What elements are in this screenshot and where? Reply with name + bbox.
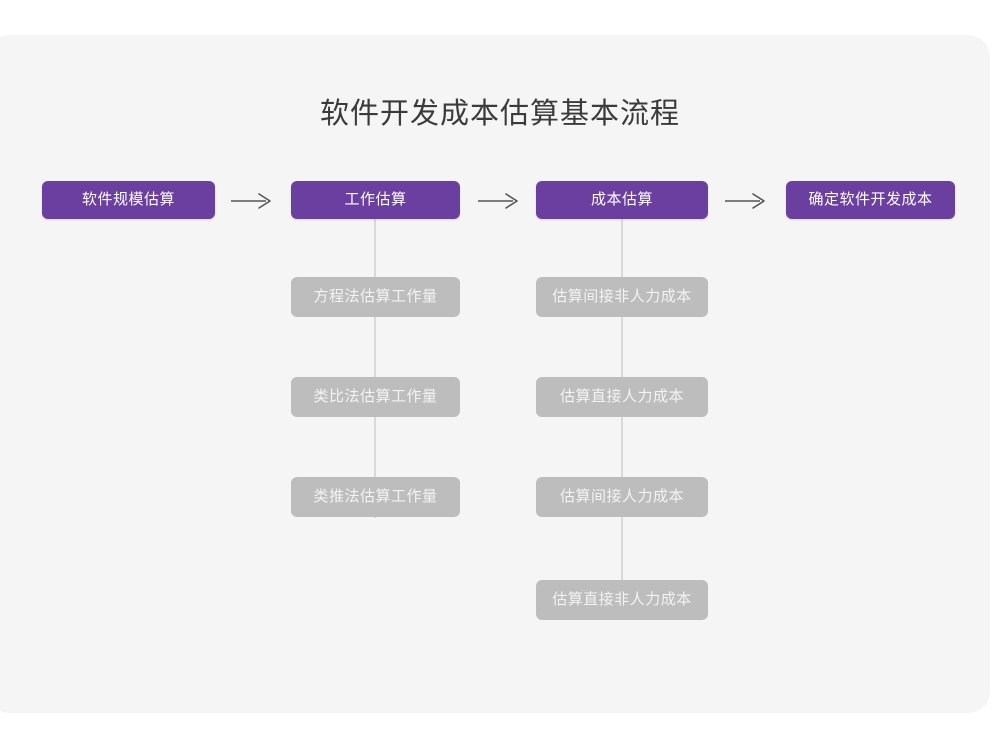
sub-box-work-equation-method[interactable]: 方程法估算工作量 xyxy=(291,277,460,317)
connector-line-cost-column xyxy=(621,218,623,620)
connector-line-work-column xyxy=(374,218,376,518)
sub-box-work-extrapolation-method[interactable]: 类推法估算工作量 xyxy=(291,477,460,517)
arrow-right-icon-stage1-stage2 xyxy=(231,193,271,209)
sub-box-cost-indirect-nonlabor[interactable]: 估算间接非人力成本 xyxy=(536,277,708,317)
sub-box-cost-direct-labor[interactable]: 估算直接人力成本 xyxy=(536,377,708,417)
stage-box-software-size-estimation[interactable]: 软件规模估算 xyxy=(42,181,215,219)
arrow-right-icon-stage2-stage3 xyxy=(478,193,518,209)
diagram-canvas-panel xyxy=(0,35,990,713)
sub-box-cost-direct-nonlabor[interactable]: 估算直接非人力成本 xyxy=(536,580,708,620)
sub-box-cost-indirect-labor[interactable]: 估算间接人力成本 xyxy=(536,477,708,517)
stage-box-cost-estimation[interactable]: 成本估算 xyxy=(536,181,708,219)
stage-box-determine-development-cost[interactable]: 确定软件开发成本 xyxy=(786,181,955,219)
sub-box-work-analogy-method[interactable]: 类比法估算工作量 xyxy=(291,377,460,417)
stage-box-work-estimation[interactable]: 工作估算 xyxy=(291,181,460,219)
arrow-right-icon-stage3-stage4 xyxy=(725,193,765,209)
page-title: 软件开发成本估算基本流程 xyxy=(319,98,680,130)
